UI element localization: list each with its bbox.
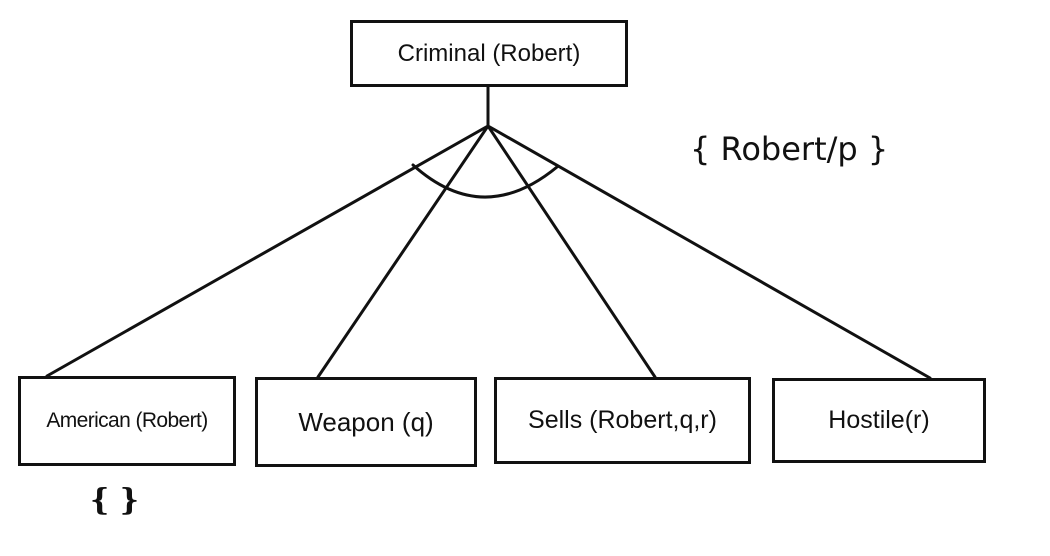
edge-root-hostile [486, 124, 932, 380]
subgoal-node-label: Hostile(r) [828, 406, 930, 434]
edge-root-american [45, 124, 490, 378]
edge-root-sells [486, 124, 657, 379]
subgoal-node-american: American (Robert) [18, 376, 236, 466]
american-substitution-label: { } [90, 483, 140, 518]
subgoal-node-weapon: Weapon (q) [255, 377, 477, 467]
subgoal-node-hostile: Hostile(r) [772, 378, 986, 463]
subgoal-node-sells: Sells (Robert,q,r) [494, 377, 751, 464]
goal-node-label: Criminal (Robert) [397, 39, 581, 67]
subgoal-node-label: Sells (Robert,q,r) [528, 406, 717, 434]
and-arc [411, 163, 559, 199]
root-substitution-label: { Robert/p } [690, 130, 889, 168]
subgoal-node-label: American (Robert) [46, 409, 208, 432]
subgoal-node-label: Weapon (q) [298, 406, 434, 437]
goal-node-criminal: Criminal (Robert) [350, 20, 628, 87]
edge-root-weapon [316, 124, 490, 379]
